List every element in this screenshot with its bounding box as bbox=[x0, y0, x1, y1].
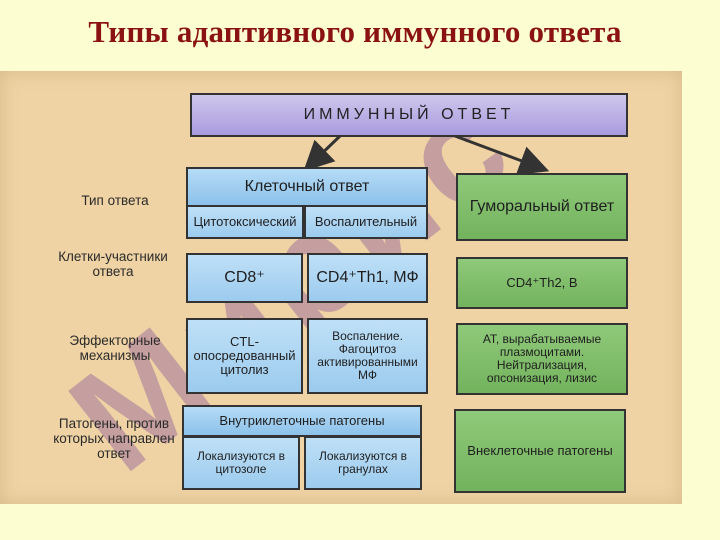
cellular-response-header: Клеточный ответ bbox=[186, 167, 428, 207]
cells-cd4-th2-box: CD4⁺Th2, В bbox=[456, 257, 628, 309]
cells-cd8-box: CD8⁺ bbox=[186, 253, 303, 303]
humoral-response-header: Гуморальный ответ bbox=[456, 173, 628, 241]
granule-pathogens-box: Локализуются в гранулах bbox=[304, 436, 422, 490]
row-label-pathogens: Патогены, против которых направлен ответ bbox=[53, 416, 175, 461]
extracellular-pathogens-box: Внеклеточные патогены bbox=[454, 409, 626, 493]
connector-arrows bbox=[303, 134, 550, 175]
arrow-to-cellular bbox=[303, 134, 342, 172]
cells-cd4-th1-box: CD4⁺Th1, МФ bbox=[307, 253, 428, 303]
effector-inflammation-box: Воспаление. Фагоцитоз активированными МФ bbox=[307, 318, 428, 394]
effector-ctl-box: CTL-опосредованный цитолиз bbox=[186, 318, 303, 394]
inflammatory-box: Воспалительный bbox=[304, 205, 428, 239]
arrow-to-humoral bbox=[454, 134, 550, 175]
humoral-effector-box: АТ, вырабатываемые плазмоцитами. Нейтрал… bbox=[456, 323, 628, 395]
cytosol-pathogens-box: Локализуются в цитозоле bbox=[182, 436, 300, 490]
row-label-cells: Клетки-участники ответа bbox=[58, 249, 168, 279]
row-label-effector: Эффекторные механизмы bbox=[69, 333, 161, 363]
cytotoxic-box: Цитотоксический bbox=[186, 205, 304, 239]
row-label-type: Тип ответа bbox=[81, 193, 149, 208]
intracellular-pathogens-header: Внутриклеточные патогены bbox=[182, 405, 422, 437]
diagram-panel: Мирис ИММУННЫЙ ОТВЕТ Тип ответа Клетки-у… bbox=[0, 71, 682, 504]
immune-response-box: ИММУННЫЙ ОТВЕТ bbox=[190, 93, 628, 137]
slide-title: Типы адаптивного иммунного ответа bbox=[88, 14, 622, 49]
